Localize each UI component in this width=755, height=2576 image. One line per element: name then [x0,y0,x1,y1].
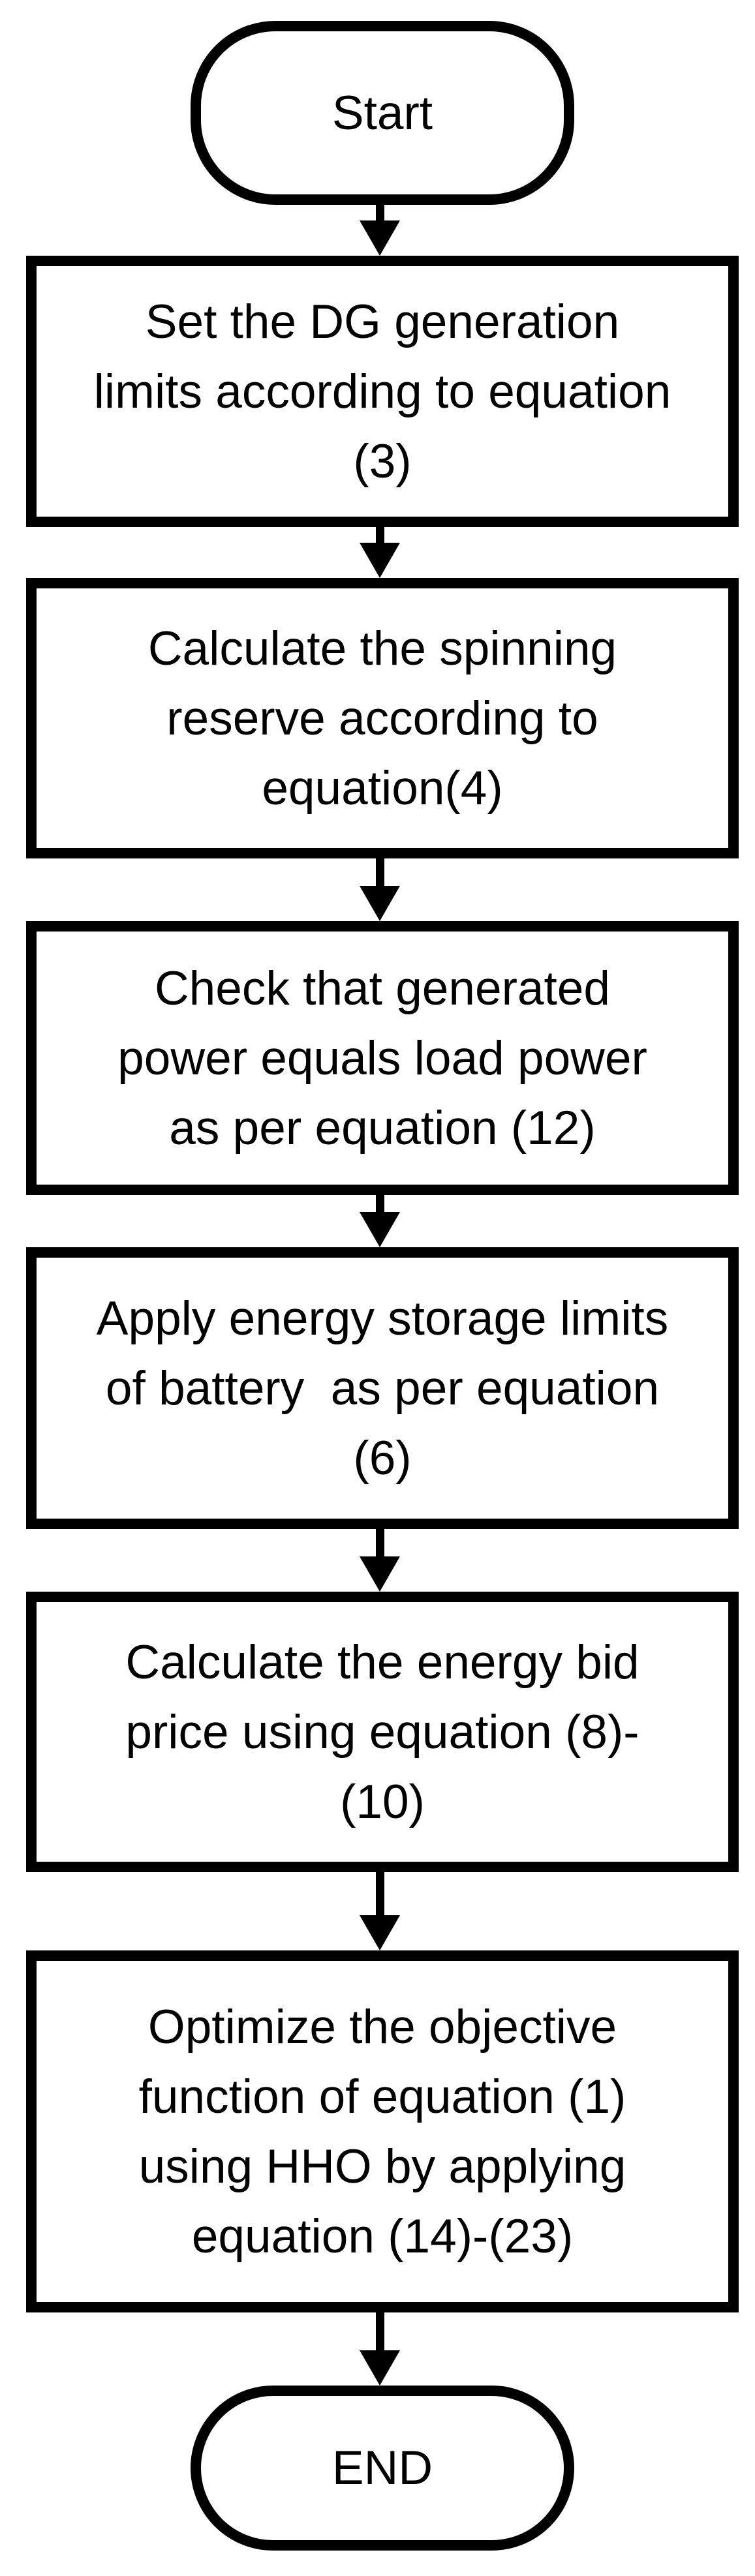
arrow-head-icon [360,1915,400,1950]
arrow-head-icon [360,220,400,256]
arrow-head-icon [360,1212,400,1247]
node-storage-limits: Apply energy storage limits of battery a… [26,1247,739,1529]
flow-arrow-6 [360,1872,400,1950]
arrow-head-icon [360,543,400,578]
node-bid-price: Calculate the energy bid price using equ… [26,1592,739,1872]
arrow-stem [375,1195,384,1212]
node-spinning-reserve: Calculate the spinning reserve according… [26,578,739,858]
flow-arrow-1 [360,205,400,256]
node-start: Start [191,21,574,205]
arrow-head-icon [360,2350,400,2386]
flow-arrow-3 [360,858,400,921]
arrow-head-icon [360,1556,400,1592]
flow-arrow-7 [360,2312,400,2386]
node-optimize-hho: Optimize the objective function of equat… [26,1950,739,2312]
arrow-stem [375,205,384,220]
flow-arrow-5 [360,1529,400,1592]
flow-arrow-2 [360,527,400,578]
arrow-stem [375,527,384,543]
node-set-dg-limits: Set the DG generation limits according t… [26,256,739,527]
arrow-stem [375,1529,384,1556]
arrow-stem [375,1872,384,1915]
arrow-stem [375,858,384,886]
flow-arrow-4 [360,1195,400,1247]
arrow-head-icon [360,886,400,921]
arrow-stem [375,2312,384,2350]
node-power-balance: Check that generated power equals load p… [26,921,739,1195]
node-end: END [191,2386,574,2551]
